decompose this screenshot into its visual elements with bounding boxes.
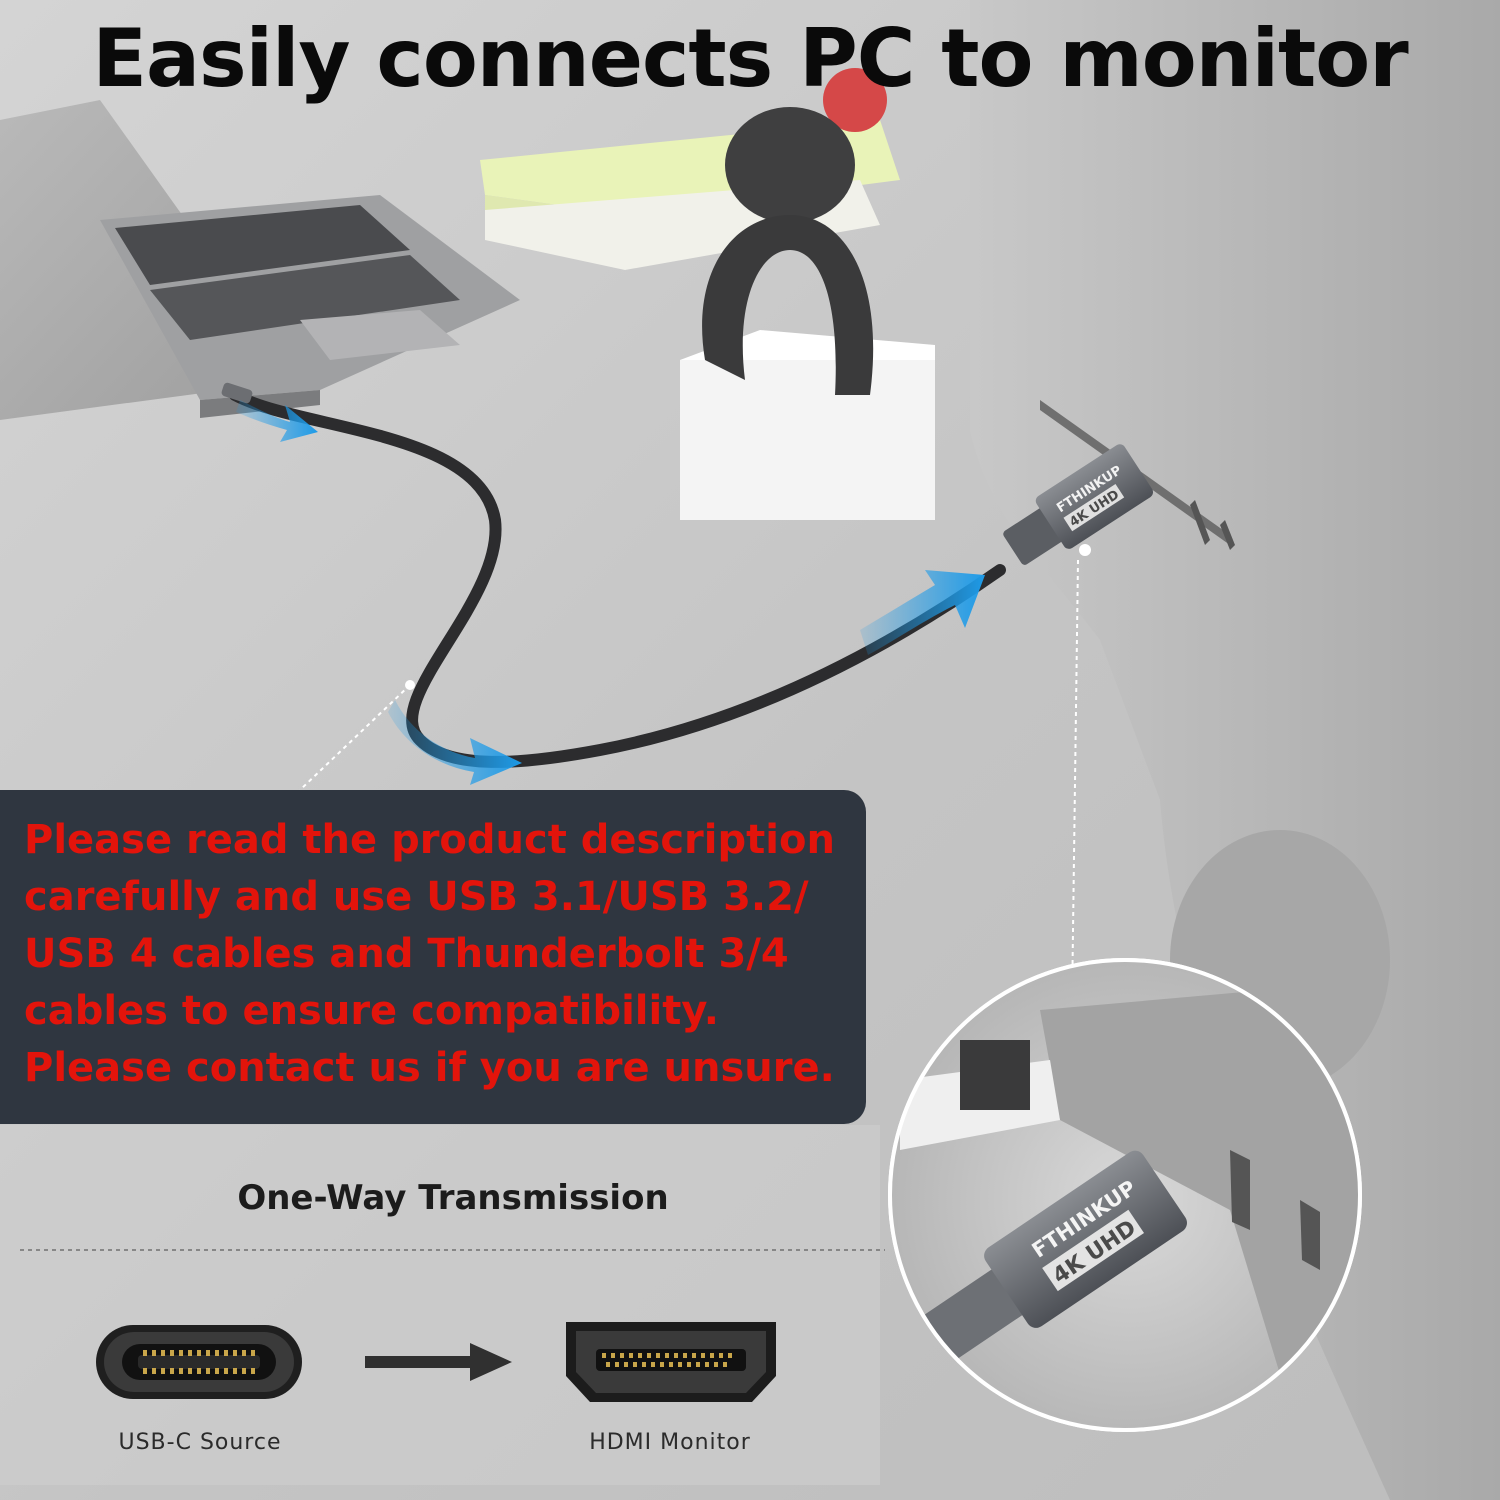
desk-decor [480, 68, 935, 520]
notice-line: carefully and use USB 3.1/USB 3.2/ [24, 874, 809, 920]
red-ball [823, 68, 887, 132]
flow-arrows [236, 400, 985, 785]
zoom-inset: FTHINKUP 4K UHD [888, 958, 1362, 1432]
laptop-keyboard-lower [150, 255, 460, 340]
notice-line: Please contact us if you are unsure. [24, 1045, 835, 1091]
hdmi-adapter: FTHINKUP 4K UHD [1003, 444, 1154, 565]
notice-line: Please read the product description [24, 817, 835, 863]
hdmi-port-icon [566, 1322, 776, 1402]
laptop [0, 100, 520, 420]
white-block [680, 360, 935, 520]
leader-line [299, 684, 411, 791]
laptop-trackpad [300, 310, 460, 360]
laptop-keyboard [115, 205, 410, 285]
leader-line [1071, 559, 1079, 1006]
monitor [970, 0, 1500, 1500]
source-label: USB-C Source [118, 1430, 282, 1455]
transmission-title: One-Way Transmission [237, 1178, 669, 1218]
usb-c-port-icon [96, 1325, 302, 1399]
notice-line: USB 4 cables and Thunderbolt 3/4 [24, 931, 789, 977]
headline: Easily connects PC to monitor [92, 12, 1408, 105]
target-label: HDMI Monitor [589, 1430, 751, 1455]
figurine-body [702, 215, 874, 395]
right-arrow-icon [365, 1343, 512, 1381]
notice-line: cables to ensure compatibility. [24, 988, 719, 1034]
compatibility-notice: Please read the product description care… [0, 790, 866, 1124]
figurine-head [725, 107, 855, 223]
